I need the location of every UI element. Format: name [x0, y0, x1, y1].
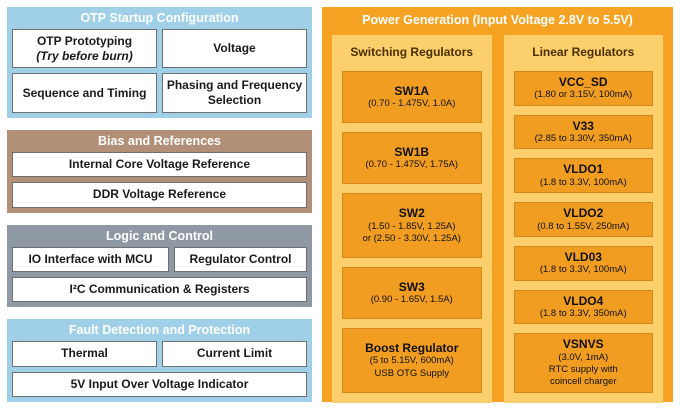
block-label: Thermal	[61, 346, 108, 361]
left-column: OTP Startup Configuration OTP Prototypin…	[7, 7, 312, 402]
section-logic-and-control: Logic and Control IO Interface with MCU …	[7, 224, 312, 308]
section-title: Logic and Control	[106, 228, 213, 243]
regulator-details: (1.8 to 3.3V, 100mA)	[539, 264, 627, 276]
block-label: Regulator Control	[189, 251, 292, 266]
block-ddr-voltage-reference: DDR Voltage Reference	[12, 182, 307, 208]
switching-regulators-column: Switching Regulators SW1A (0.70 - 1.475V…	[332, 35, 492, 403]
regulator-columns: Switching Regulators SW1A (0.70 - 1.475V…	[322, 31, 673, 413]
block-label: OTP Prototyping	[36, 33, 133, 48]
regulator-name: VCC_SD	[558, 75, 608, 89]
regulator-block-boost-regulator: Boost Regulator (5 to 5.15V, 600mA) USB …	[342, 328, 482, 393]
regulator-block-sw3: SW3 (0.90 - 1.65V, 1.5A)	[342, 267, 482, 320]
regulator-name: SW3	[398, 279, 425, 294]
regulator-details: (5 to 5.15V, 600mA) USB OTG Supply	[369, 355, 454, 379]
regulator-block-sw1a: SW1A (0.70 - 1.475V, 1.0A)	[342, 71, 482, 124]
block-5v-input-over-voltage-indicator: 5V Input Over Voltage Indicator	[12, 371, 307, 397]
block-regulator-control: Regulator Control	[173, 246, 307, 272]
regulator-name: Boost Regulator	[365, 341, 459, 356]
section-body: Internal Core Voltage Reference DDR Volt…	[7, 151, 312, 213]
section-fault-detection-and-protection: Fault Detection and Protection Thermal C…	[7, 319, 312, 402]
block-label: 5V Input Over Voltage Indicator	[70, 376, 249, 391]
regulator-details: (0.70 - 1.475V, 1.75A)	[365, 159, 459, 171]
regulator-block-sw2: SW2 (1.50 - 1.85V, 1.25A) or (2.50 - 3.3…	[342, 193, 482, 259]
power-generation-panel: Power Generation (Input Voltage 2.8V to …	[322, 7, 673, 403]
regulator-block-vcc-sd: VCC_SD (1.80 or 3.15V, 100mA)	[513, 71, 653, 106]
regulator-name: SW1B	[394, 144, 430, 159]
section-otp-startup-configuration: OTP Startup Configuration OTP Prototypin…	[7, 7, 312, 118]
panel-title: Power Generation (Input Voltage 2.8V to …	[362, 13, 633, 27]
block-label: Internal Core Voltage Reference	[68, 156, 251, 171]
block-label: Sequence and Timing	[22, 85, 147, 100]
block-label: Voltage	[213, 41, 256, 56]
section-title: Fault Detection and Protection	[68, 323, 251, 338]
regulator-details: (2.85 to 3.30V, 350mA)	[534, 133, 632, 145]
regulator-name: SW2	[398, 206, 425, 221]
regulator-block-vldo1: VLDO1 (1.8 to 3.3V, 100mA)	[513, 158, 653, 194]
section-body: Thermal Current Limit 5V Input Over Volt…	[7, 340, 312, 402]
linear-regulators-column: Linear Regulators VCC_SD (1.80 or 3.15V,…	[503, 35, 663, 403]
block-internal-core-voltage-reference: Internal Core Voltage Reference	[12, 151, 307, 178]
regulator-block-vld03: VLD03 (1.8 to 3.3V, 100mA)	[513, 245, 653, 281]
block-label: DDR Voltage Reference	[92, 187, 227, 202]
block-label: Phasing and Frequency Selection	[166, 78, 303, 108]
regulator-block-vldo2: VLDO2 (0.8 to 1.55V, 250mA)	[513, 202, 653, 237]
block-otp-prototyping: OTP Prototyping (Try before burn)	[12, 29, 157, 69]
column-title: Linear Regulators	[532, 45, 635, 59]
section-bias-and-references: Bias and References Internal Core Voltag…	[7, 129, 312, 213]
regulator-details: (1.8 to 3.3V, 100mA)	[539, 176, 627, 188]
regulator-details: (0.8 to 1.55V, 250mA)	[537, 220, 630, 232]
block-sublabel: (Try before burn)	[36, 48, 133, 63]
block-label: IO Interface with MCU	[28, 251, 153, 266]
regulator-block-vldo4: VLDO4 (1.8 to 3.3V, 350mA)	[513, 289, 653, 325]
regulator-name: VLDO2	[563, 206, 604, 221]
regulator-details: (3.0V, 1mA) RTC supply with coincell cha…	[548, 351, 618, 388]
block-label: Current Limit	[196, 346, 273, 361]
regulator-name: SW1A	[394, 83, 430, 98]
regulator-name: VSNVS	[562, 337, 604, 352]
section-body: IO Interface with MCU Regulator Control …	[7, 246, 312, 308]
section-body: OTP Prototyping (Try before burn) Voltag…	[7, 28, 312, 118]
section-title: Bias and References	[98, 133, 221, 148]
regulator-details: (1.80 or 3.15V, 100mA)	[534, 89, 633, 101]
block-phasing-frequency-selection: Phasing and Frequency Selection	[162, 73, 307, 113]
block-thermal: Thermal	[12, 341, 157, 367]
block-label: I²C Communication & Registers	[69, 282, 250, 297]
block-voltage: Voltage	[162, 29, 307, 69]
block-i2c-communication-registers: I²C Communication & Registers	[12, 276, 307, 303]
column-title: Switching Regulators	[350, 45, 474, 59]
regulator-details: (1.50 - 1.85V, 1.25A) or (2.50 - 3.30V, …	[362, 220, 461, 244]
regulator-details: (1.8 to 3.3V, 350mA)	[539, 308, 627, 320]
block-sequence-and-timing: Sequence and Timing	[12, 73, 157, 113]
regulator-name: VLD03	[564, 249, 602, 264]
regulator-block-vsnvs: VSNVS (3.0V, 1mA) RTC supply with coince…	[513, 333, 653, 393]
regulator-name: V33	[572, 118, 594, 133]
regulator-name: VLDO1	[563, 162, 604, 177]
section-title: OTP Startup Configuration	[80, 11, 239, 25]
regulator-block-v33: V33 (2.85 to 3.30V, 350mA)	[513, 114, 653, 150]
regulator-name: VLDO4	[563, 293, 604, 308]
block-current-limit: Current Limit	[162, 341, 307, 367]
block-io-interface-with-mcu: IO Interface with MCU	[12, 246, 169, 272]
regulator-details: (0.90 - 1.65V, 1.5A)	[370, 294, 453, 306]
regulator-details: (0.70 - 1.475V, 1.0A)	[368, 98, 456, 110]
regulator-block-sw1b: SW1B (0.70 - 1.475V, 1.75A)	[342, 132, 482, 185]
